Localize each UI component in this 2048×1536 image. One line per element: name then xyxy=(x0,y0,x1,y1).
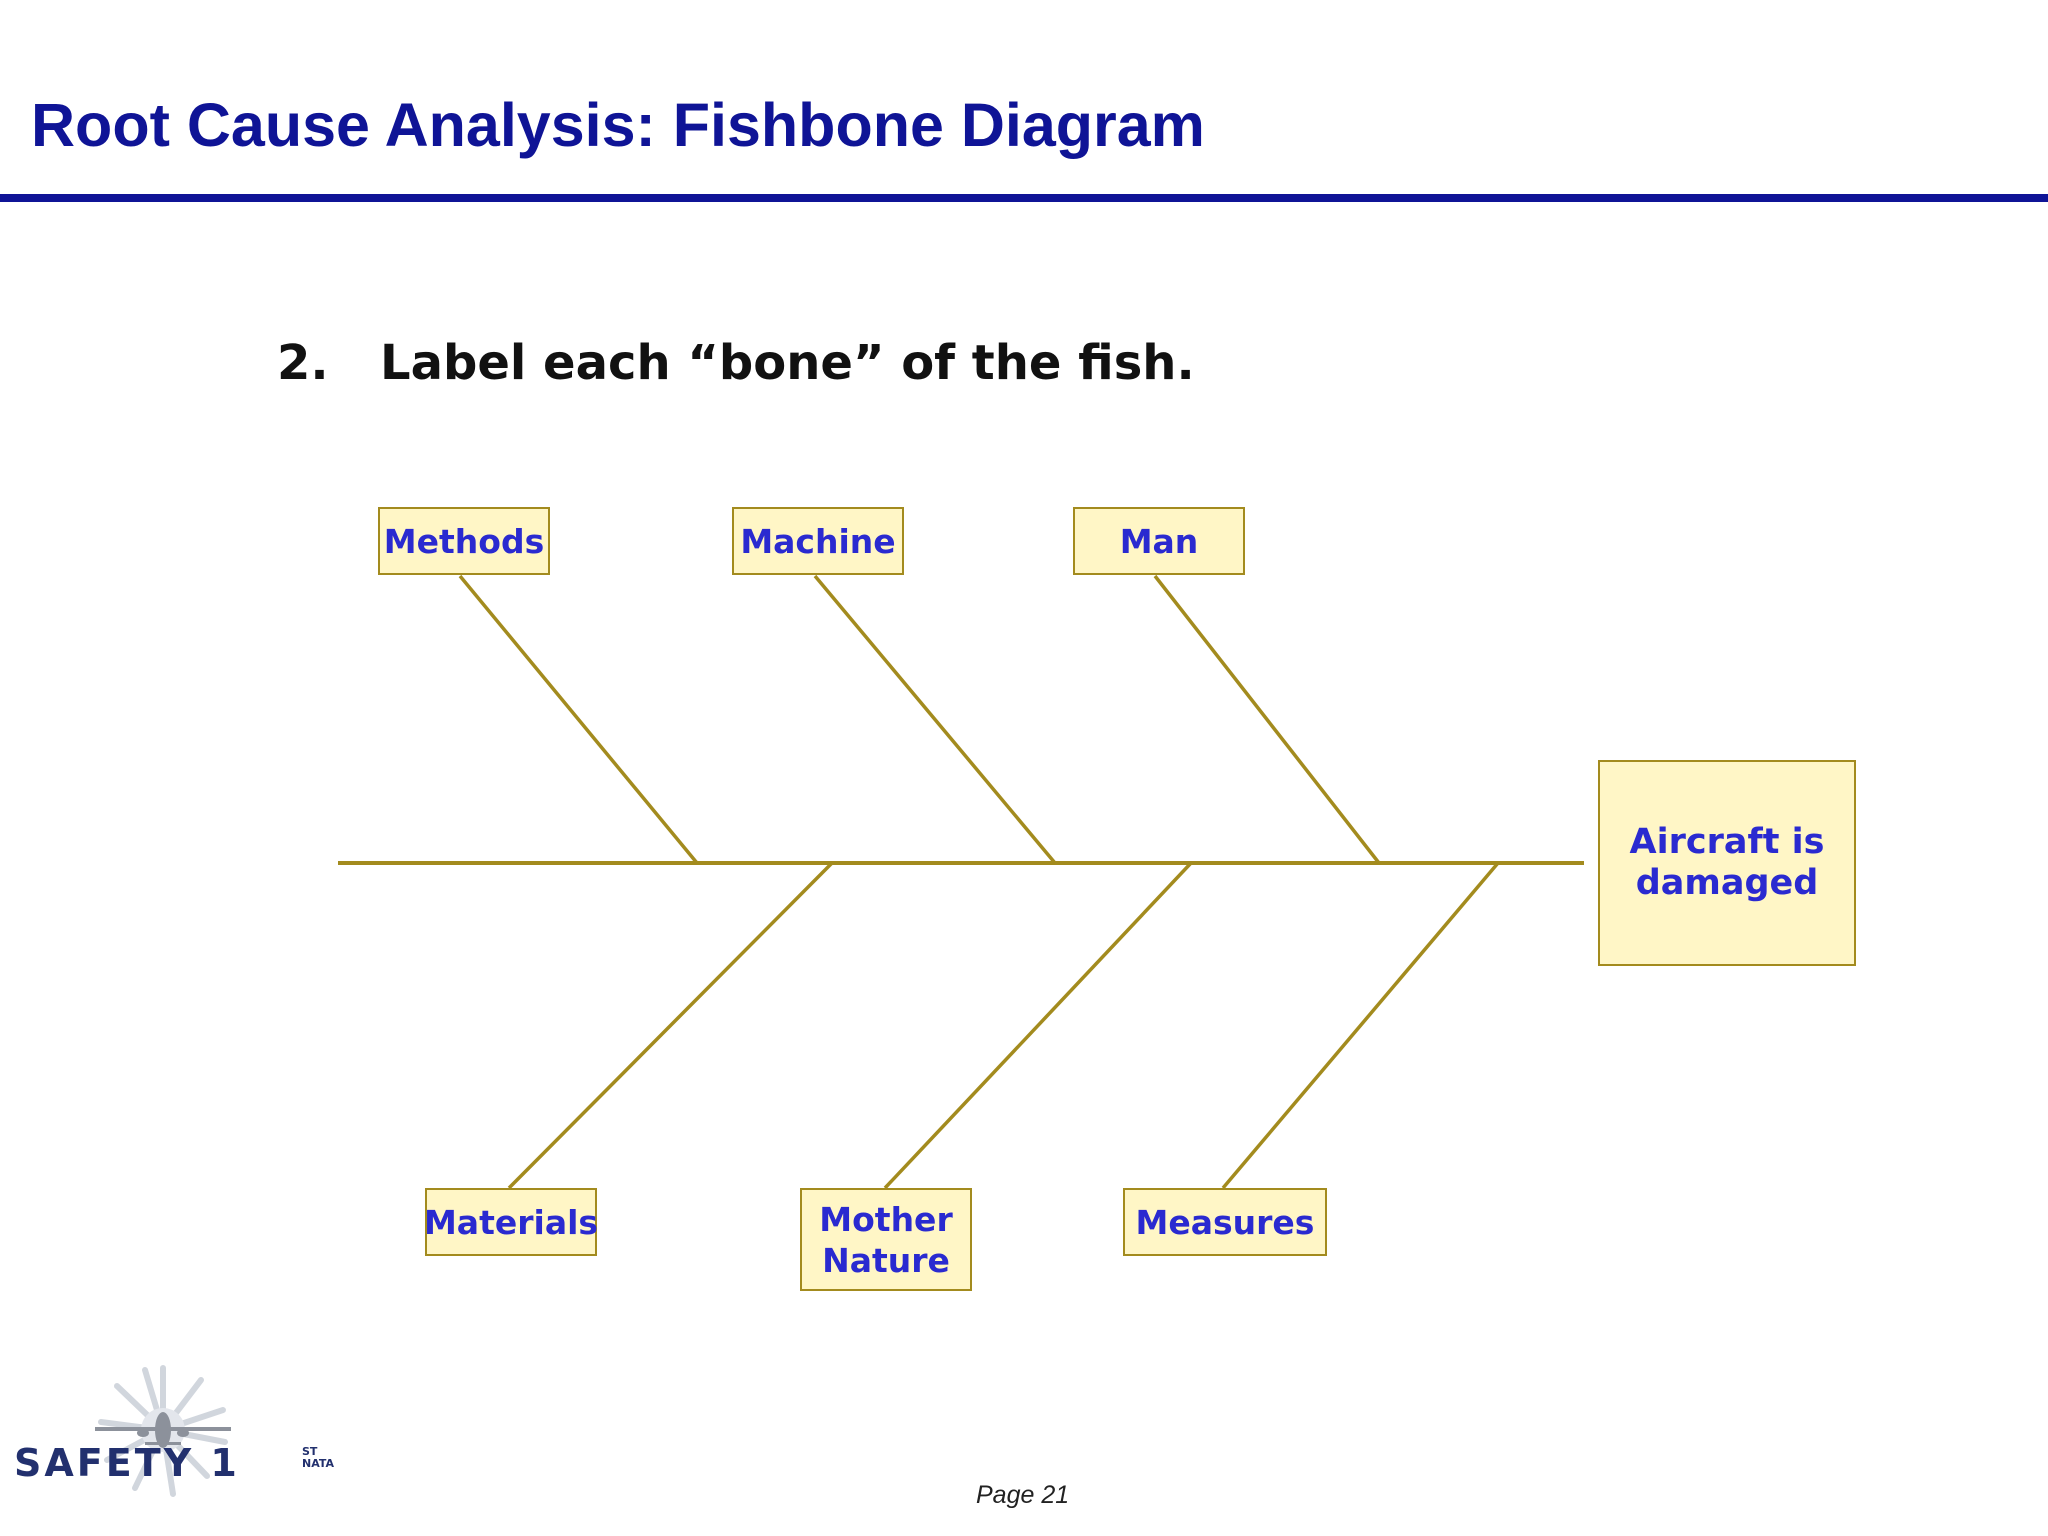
step-text: Label each “bone” of the fish. xyxy=(380,335,1195,391)
category-measures: Measures xyxy=(1123,1188,1327,1256)
category-methods-label: Methods xyxy=(383,521,545,561)
category-mother-nature: Mother Nature xyxy=(800,1188,972,1291)
category-methods: Methods xyxy=(378,507,550,575)
logo-suffix-bottom: NATA xyxy=(302,1457,335,1470)
bone-man xyxy=(1153,574,1381,865)
page-number: Page 21 xyxy=(976,1481,1070,1509)
logo-suffix: ST NATA xyxy=(302,1446,334,1470)
safety-first-logo xyxy=(95,1365,231,1497)
effect-label-line-1: Aircraft is xyxy=(1629,822,1825,862)
airplane-starburst-icon xyxy=(95,1365,231,1497)
bone-methods xyxy=(458,574,699,865)
logo-suffix-top: ST xyxy=(302,1445,318,1458)
category-materials: Materials xyxy=(423,1188,599,1256)
category-machine: Machine xyxy=(732,507,904,575)
bone-materials xyxy=(507,861,834,1190)
title-rule xyxy=(0,194,2048,202)
category-man-label: Man xyxy=(1119,521,1199,561)
category-mother-nature-label-line-2: Nature xyxy=(822,1240,950,1280)
bone-mother-nature xyxy=(883,861,1193,1190)
step-number: 2. xyxy=(277,335,329,391)
category-materials-label: Materials xyxy=(423,1202,599,1242)
logo-text: SAFETY 1 xyxy=(14,1441,240,1485)
category-machine-label: Machine xyxy=(740,521,896,561)
bone-measures xyxy=(1221,861,1500,1190)
effect-box: Aircraft is damaged xyxy=(1598,760,1856,966)
effect-label-line-2: damaged xyxy=(1635,863,1819,903)
slide-title: Root Cause Analysis: Fishbone Diagram xyxy=(31,91,1205,159)
category-measures-label: Measures xyxy=(1135,1202,1315,1242)
bone-machine xyxy=(813,574,1057,865)
category-man: Man xyxy=(1073,507,1245,575)
category-mother-nature-label-line-1: Mother xyxy=(819,1199,953,1239)
